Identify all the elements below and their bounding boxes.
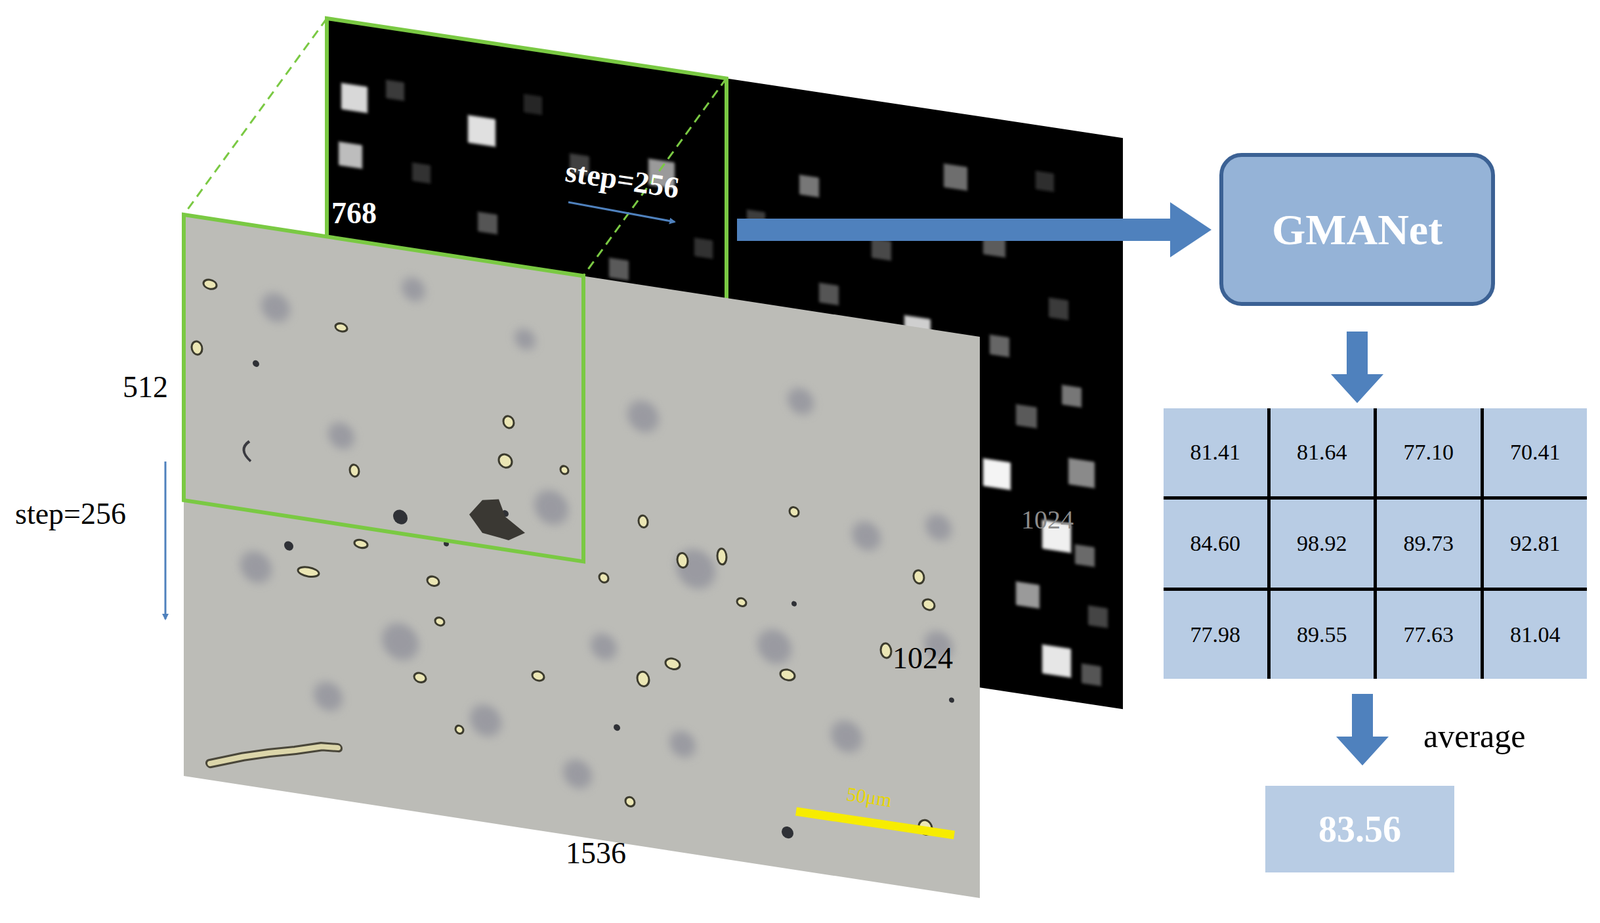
flow-arrow	[736, 202, 1212, 258]
scale-label: 50μm	[845, 782, 894, 811]
dimension-label: 512	[122, 370, 169, 405]
table-cell: 77.63	[1376, 590, 1481, 679]
dimension-label: 768	[331, 196, 377, 231]
node-label: 83.56	[1318, 807, 1402, 850]
scale-bar	[796, 811, 955, 835]
table-cell: 89.73	[1376, 499, 1481, 588]
table-cell: 81.41	[1163, 408, 1268, 497]
step-arrow	[568, 202, 675, 222]
table-cell: 70.41	[1483, 408, 1588, 497]
model-box: GMANet	[1219, 152, 1495, 306]
step-label: step=256	[563, 154, 682, 205]
table-cell: 77.10	[1376, 408, 1481, 497]
table-cell: 81.64	[1270, 408, 1375, 497]
table-cell: 84.60	[1163, 499, 1268, 588]
result-box: 83.56	[1265, 785, 1455, 873]
step-label: average	[1423, 717, 1526, 755]
dimension-label: 1024	[1021, 505, 1074, 535]
table-cell: 81.04	[1483, 590, 1588, 679]
dimension-label: 1536	[565, 836, 627, 871]
node-label: GMANet	[1271, 204, 1443, 255]
flow-arrow	[1336, 693, 1389, 766]
micrograph	[183, 214, 980, 898]
table-cell: 98.92	[1270, 499, 1375, 588]
table-cell: 92.81	[1483, 499, 1588, 588]
score-table: 81.4181.6477.1070.41 84.6098.9289.7392.81…	[1163, 408, 1587, 679]
step-label: step=256	[15, 497, 127, 531]
table-cell: 77.98	[1163, 590, 1268, 679]
dimension-label: 1024	[892, 641, 953, 676]
step-arrow	[164, 461, 167, 619]
table-cell: 89.55	[1270, 590, 1375, 679]
flow-arrow	[1330, 331, 1384, 403]
